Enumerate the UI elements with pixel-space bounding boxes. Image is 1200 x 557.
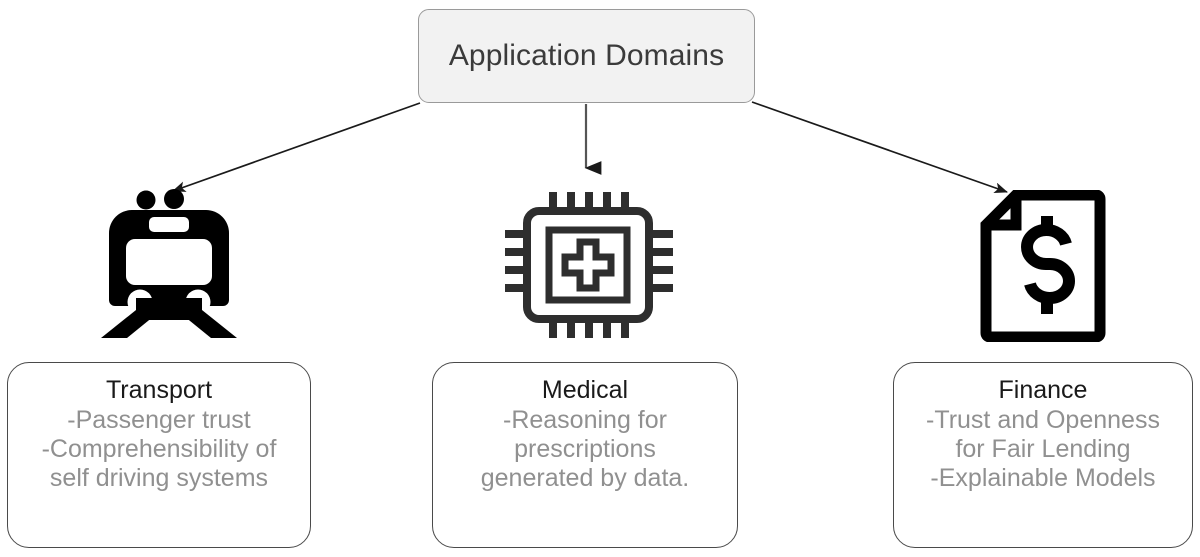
leaf-line: for Fair Lending (955, 434, 1131, 463)
leaf-body-finance: -Trust and Openness for Fair Lending -Ex… (926, 406, 1160, 494)
train-icon (96, 186, 242, 338)
root-node-label: Application Domains (448, 39, 725, 72)
leaf-line: prescriptions (514, 434, 656, 463)
leaf-title-transport: Transport (105, 376, 213, 404)
leaf-line: -Trust and Openness (926, 405, 1160, 434)
medical-chip-icon (503, 190, 673, 340)
dollar-document-icon (978, 189, 1108, 343)
leaf-title-medical: Medical (541, 376, 629, 404)
leaf-node-finance[interactable]: Finance -Trust and Openness for Fair Len… (893, 362, 1193, 548)
leaf-line: -Reasoning for (503, 405, 667, 434)
root-node-application-domains[interactable]: Application Domains (418, 9, 755, 103)
leaf-line: -Passenger trust (67, 405, 251, 434)
leaf-title-finance: Finance (998, 376, 1088, 404)
leaf-node-transport[interactable]: Transport -Passenger trust -Comprehensib… (7, 362, 311, 548)
leaf-body-transport: -Passenger trust -Comprehensibility of s… (42, 406, 277, 494)
leaf-node-medical[interactable]: Medical -Reasoning for prescriptions gen… (432, 362, 738, 548)
leaf-line: -Comprehensibility of (41, 434, 277, 463)
leaf-line: -Explainable Models (930, 464, 1156, 492)
leaf-line: generated by data. (480, 464, 690, 492)
edge-root-to-finance (751, 101, 1008, 193)
leaf-line: self driving systems (49, 464, 269, 492)
leaf-body-medical: -Reasoning for prescriptions generated b… (481, 406, 690, 494)
edge-root-to-transport (172, 102, 421, 192)
